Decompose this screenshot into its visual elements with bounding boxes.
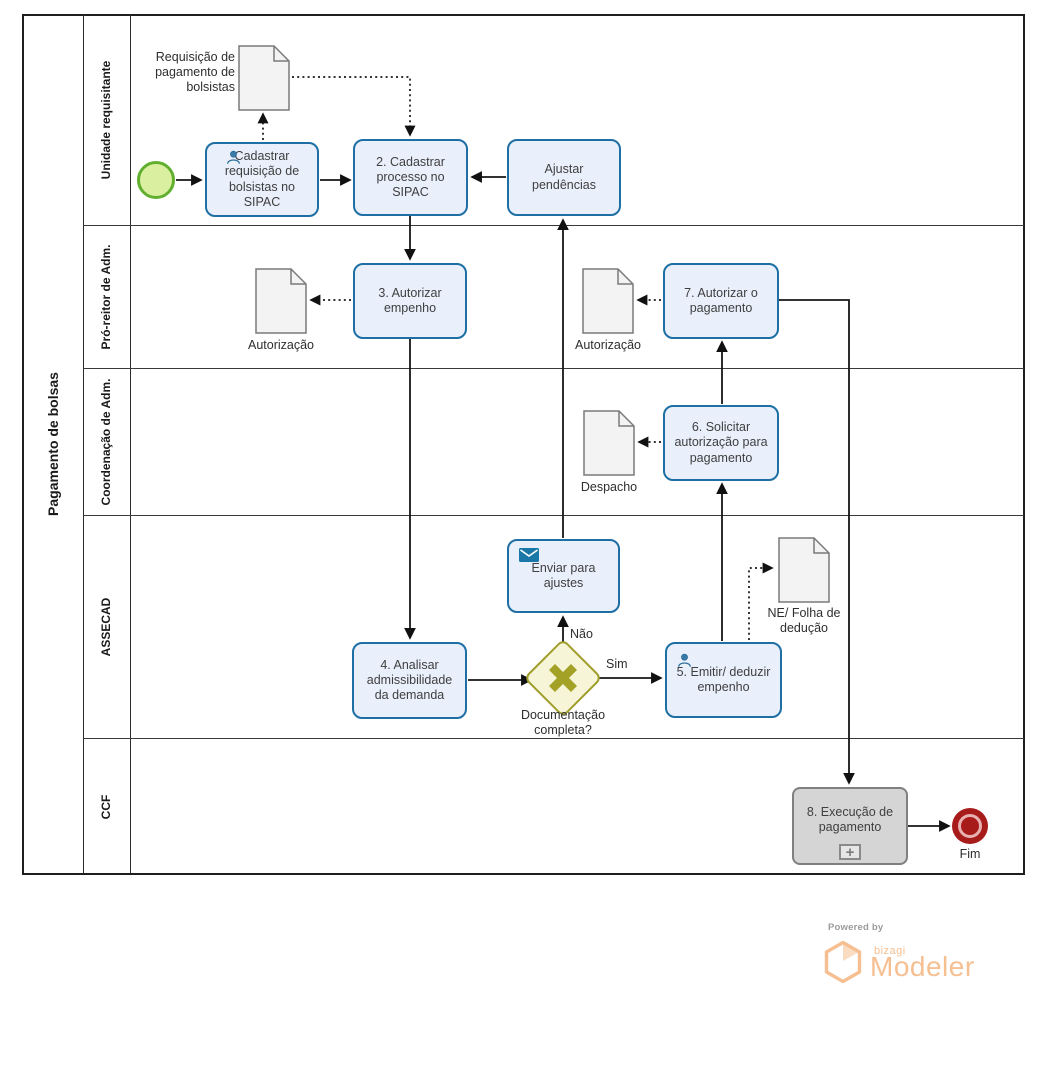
bizagi-brand-label: bizagi	[874, 945, 906, 957]
pool-title: Pagamento de bolsas	[45, 372, 61, 516]
document-icon	[778, 537, 830, 603]
task-autorizar-empenho: 3. Autorizar empenho	[353, 263, 467, 339]
exclusive-gateway-x-icon	[548, 663, 578, 693]
document-icon	[255, 268, 307, 334]
end-event	[952, 808, 988, 844]
task-label: 6. Solicitar autorização para pagamento	[674, 420, 768, 465]
task-label: Cadastrar requisição de bolsistas no SIP…	[224, 149, 300, 209]
lane-divider-1	[83, 225, 1024, 226]
edge-label-nao: Não	[570, 627, 593, 641]
pool-pagamento-de-bolsas	[22, 14, 1025, 875]
lane-label-ccf: CCF	[99, 794, 113, 820]
lane-label-coordenacao: Coordenação de Adm.	[99, 378, 113, 506]
pool-title-divider	[83, 14, 84, 873]
document-label-ne-folha: NE/ Folha de dedução	[767, 606, 841, 635]
user-icon	[227, 150, 240, 164]
lane-divider-4	[83, 738, 1024, 739]
document-label-requisicao: Requisição de pagamento de bolsistas	[155, 50, 235, 94]
task-label: Enviar para ajustes	[531, 560, 596, 590]
task-enviar-para-ajustes: Enviar para ajustes	[507, 539, 620, 613]
document-label-autorizacao-1: Autorização	[247, 338, 314, 352]
message-icon	[519, 548, 539, 562]
lane-label-divider	[130, 14, 131, 873]
task-label: 2. Cadastrar processo no SIPAC	[376, 154, 445, 200]
task-cadastrar-processo: 2. Cadastrar processo no SIPAC	[353, 139, 468, 216]
user-icon	[678, 653, 691, 667]
document-label-despacho: Despacho	[580, 480, 638, 494]
lane-divider-2	[83, 368, 1024, 369]
lane-label-unidade-requisitante: Unidade requisitante	[99, 60, 113, 180]
task-label: 4. Analisar admissibilidade da demanda	[366, 657, 453, 703]
end-event-ring	[958, 814, 982, 838]
powered-by-label: Powered by	[828, 922, 884, 933]
document-label-autorizacao-2: Autorização	[574, 338, 641, 352]
start-event	[137, 161, 175, 199]
task-analisar-admissibilidade: 4. Analisar admissibilidade da demanda	[352, 642, 467, 719]
document-icon	[238, 45, 290, 111]
task-label: 8. Execução de pagamento	[806, 804, 894, 834]
task-ajustar-pendencias: Ajustar pendências	[507, 139, 621, 216]
task-label: 3. Autorizar empenho	[378, 285, 442, 315]
task-label: 7. Autorizar o pagamento	[684, 285, 758, 315]
subprocess-plus-icon: +	[839, 844, 861, 860]
gateway-label: Documentação completa?	[520, 708, 606, 737]
document-icon	[583, 410, 635, 476]
lane-label-assecad: ASSECAD	[99, 597, 113, 657]
task-solicitar-autorizacao: 6. Solicitar autorização para pagamento	[663, 405, 779, 481]
bizagi-logo-icon	[824, 940, 862, 984]
task-label: Ajustar pendências	[532, 162, 596, 192]
task-cadastrar-requisicao: Cadastrar requisição de bolsistas no SIP…	[205, 142, 319, 217]
subprocess-execucao-pagamento: 8. Execução de pagamento +	[792, 787, 908, 865]
end-event-label: Fim	[959, 847, 981, 861]
lane-divider-3	[83, 515, 1024, 516]
task-label: 5. Emitir/ deduzir empenho	[676, 664, 771, 694]
modeler-brand-label: Modeler	[870, 951, 975, 982]
edge-label-sim: Sim	[606, 657, 628, 671]
task-autorizar-pagamento: 7. Autorizar o pagamento	[663, 263, 779, 339]
document-icon	[582, 268, 634, 334]
lane-label-pro-reitor: Pró-reitor de Adm.	[99, 244, 113, 350]
task-emitir-deduzir-empenho: 5. Emitir/ deduzir empenho	[665, 642, 782, 718]
